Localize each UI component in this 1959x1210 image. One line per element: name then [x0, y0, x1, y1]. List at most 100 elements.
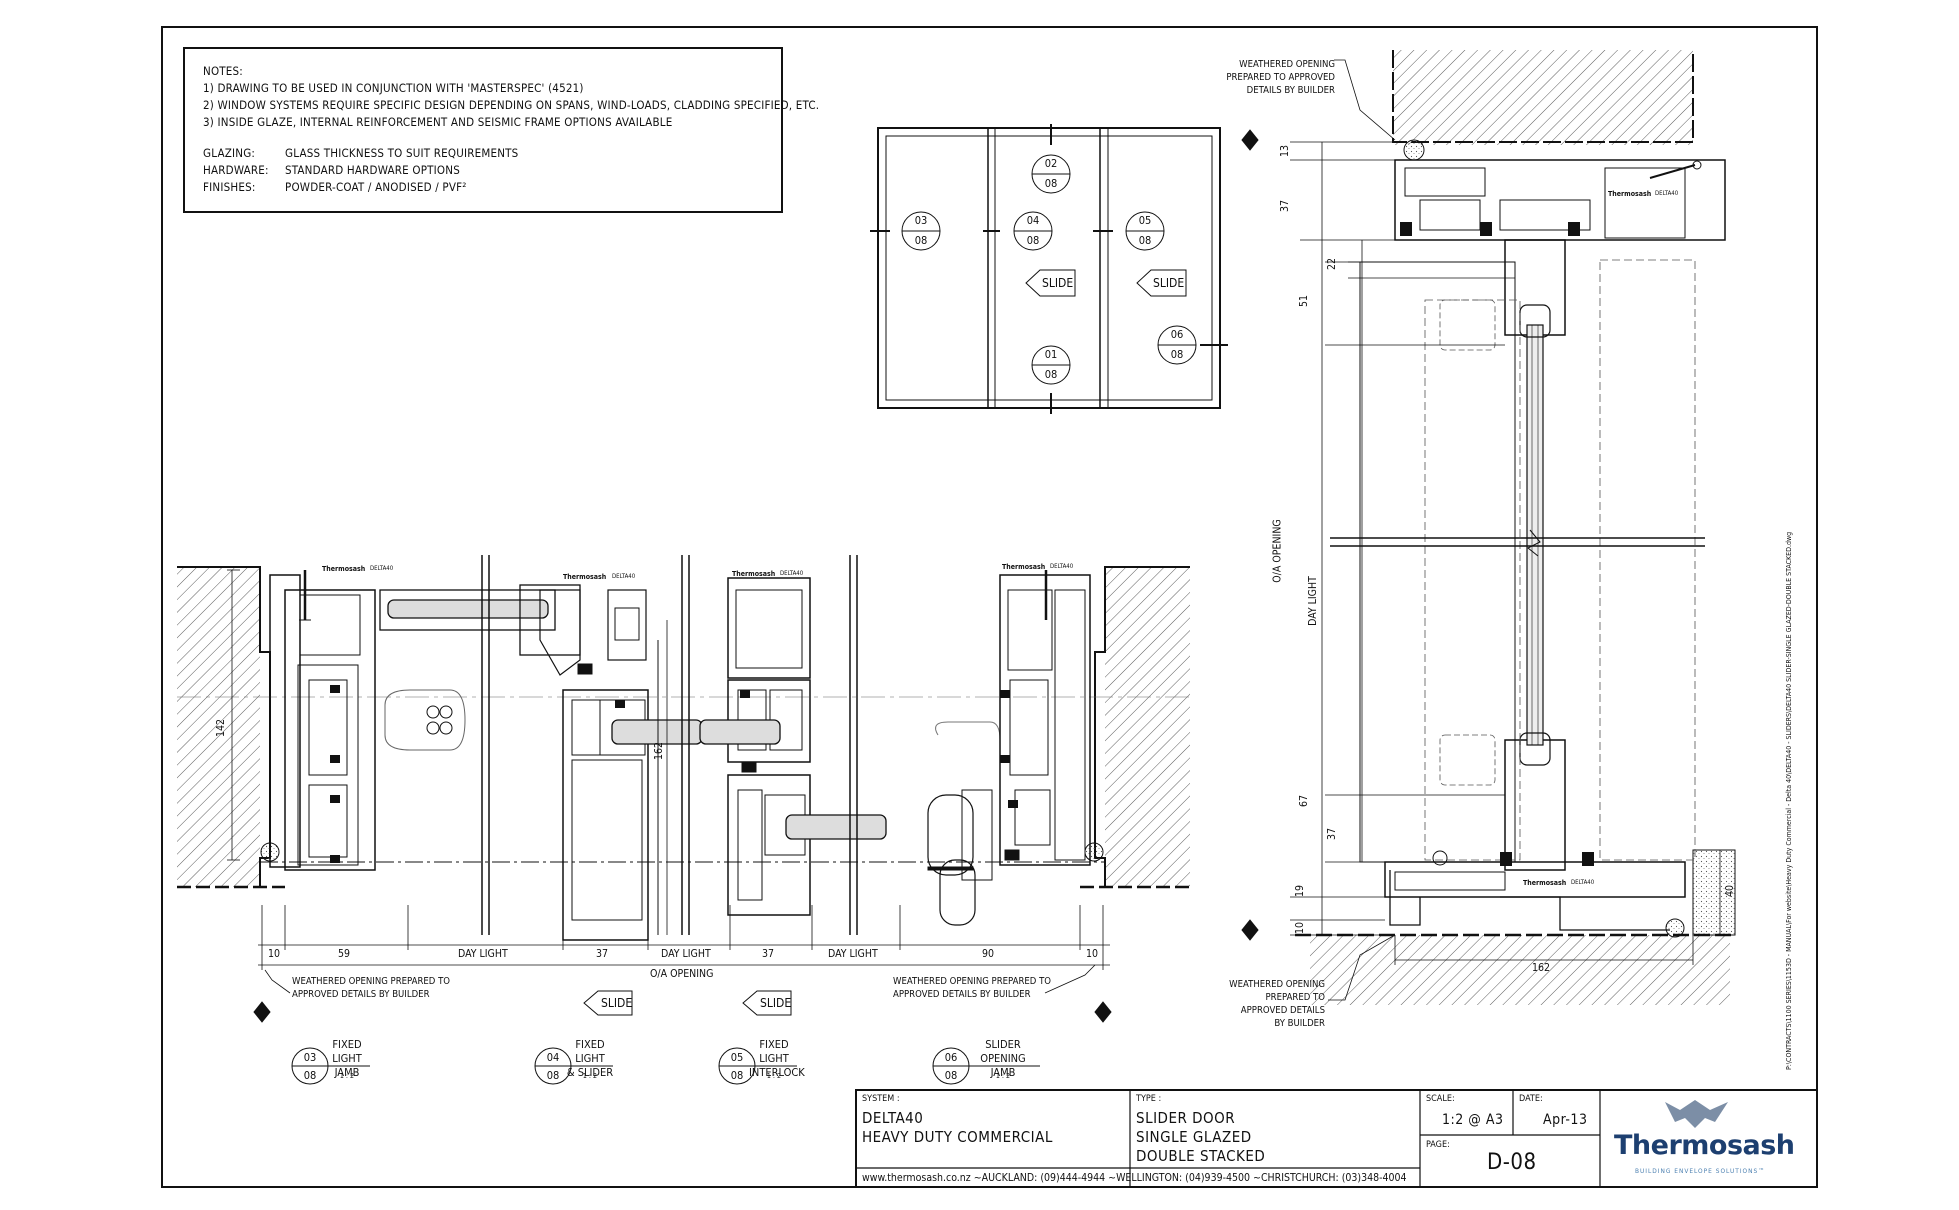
- bubble-01-top[interactable]: 01: [1044, 348, 1058, 361]
- dim-day-light: DAY LIGHT: [458, 948, 508, 960]
- dim-22: 22: [1326, 257, 1339, 271]
- section-06-number[interactable]: 06: [944, 1051, 958, 1064]
- section-05-title: FIXED LIGHT INTERLOCK: [749, 1038, 805, 1079]
- weathered-opening-bottom-note: WEATHERED OPENING PREPARED TO APPROVED D…: [1229, 979, 1325, 1029]
- bubble-06-top[interactable]: 06: [1170, 328, 1184, 341]
- brand-tagline: BUILDING ENVELOPE SOLUTIONS™: [1635, 1167, 1766, 1175]
- section-06-title: SLIDER OPENING JAMB: [980, 1038, 1026, 1079]
- dim-10: 10: [1294, 921, 1307, 935]
- spec-row-glazing: GLAZING:GLASS THICKNESS TO SUIT REQUIREM…: [203, 146, 519, 160]
- weathered-opening-note: WEATHERED OPENING PREPARED TO APPROVED D…: [292, 976, 451, 1000]
- dim-value: 10: [1086, 948, 1099, 960]
- note-line: 1) DRAWING TO BE USED IN CONJUNCTION WIT…: [203, 81, 584, 95]
- contact-line[interactable]: www.thermosash.co.nz ~AUCKLAND: (09)444-…: [862, 1172, 1407, 1184]
- dim-value: 59: [338, 948, 351, 960]
- type-line: SINGLE GLAZED: [1136, 1128, 1252, 1146]
- page-label: PAGE:: [1426, 1140, 1450, 1150]
- dim-oa-opening: O/A OPENING: [650, 968, 714, 980]
- thermosash-logo-icon: [1665, 1100, 1728, 1128]
- bubble-05-bottom: 08: [1138, 234, 1152, 247]
- type-line: SLIDER DOOR: [1136, 1109, 1236, 1127]
- dim-day-light: DAY LIGHT: [661, 948, 711, 960]
- brand-tag: Thermosash: [1523, 879, 1567, 887]
- notes-box: NOTES: 1) DRAWING TO BE USED IN CONJUNCT…: [183, 47, 820, 213]
- section-05-number[interactable]: 05: [730, 1051, 744, 1064]
- dim-day-light: DAY LIGHT: [1306, 576, 1319, 626]
- section-04-title: FIXED LIGHT & SLIDER: [566, 1038, 614, 1079]
- date-value: Apr-13: [1543, 1112, 1588, 1128]
- brand-tag: Thermosash: [563, 573, 607, 581]
- plan-sections: [177, 555, 1190, 1085]
- brand-tag: DELTA40: [612, 573, 636, 580]
- file-path: P:\CONTRACTS\1100 SERIES\1153D - MANUAL\…: [1785, 531, 1793, 1070]
- title-block-frame: [855, 1089, 1818, 1188]
- dim-51: 51: [1298, 294, 1311, 308]
- dim-37: 37: [1326, 827, 1339, 841]
- section-03-title: FIXED LIGHT JAMB: [332, 1038, 362, 1079]
- bubble-04-top[interactable]: 04: [1026, 214, 1040, 227]
- dim-40: 40: [1724, 884, 1737, 898]
- dim-37: 37: [1279, 199, 1292, 213]
- weathered-opening-note: WEATHERED OPENING PREPARED TO APPROVED D…: [893, 976, 1052, 1000]
- brand-tag: DELTA40: [1050, 563, 1074, 570]
- dim-142: 142: [215, 718, 228, 738]
- dim-value: 37: [762, 948, 775, 960]
- dim-162: 162: [653, 741, 666, 761]
- section-06-sheet: 08: [944, 1069, 958, 1082]
- dim-oa-opening: O/A OPENING: [1271, 519, 1284, 583]
- section-03-number[interactable]: 03: [303, 1051, 317, 1064]
- slide-label: SLIDE: [601, 996, 633, 1010]
- section-04-number[interactable]: 04: [546, 1051, 560, 1064]
- notes-heading: NOTES:: [203, 64, 243, 78]
- note-line: 3) INSIDE GLAZE, INTERNAL REINFORCEMENT …: [203, 115, 673, 129]
- bubble-02-bottom: 08: [1044, 177, 1058, 190]
- date-label: DATE:: [1519, 1094, 1543, 1104]
- section-04-sheet: 08: [546, 1069, 560, 1082]
- brand-tag: Thermosash: [322, 565, 366, 573]
- bubble-03-top[interactable]: 03: [914, 214, 928, 227]
- brand-name: Thermosash: [1614, 1130, 1795, 1161]
- section-03-sheet: 08: [303, 1069, 317, 1082]
- note-line: 2) WINDOW SYSTEMS REQUIRE SPECIFIC DESIG…: [203, 98, 820, 112]
- spec-row-finishes: FINISHES:POWDER-COAT / ANODISED / PVF²: [203, 180, 467, 194]
- section-05-sheet: 08: [730, 1069, 744, 1082]
- type-line: DOUBLE STACKED: [1136, 1147, 1266, 1165]
- section-04-scale: 1 : 2: [582, 1072, 598, 1080]
- brand-tag: Thermosash: [1608, 190, 1652, 198]
- scale-label: SCALE:: [1426, 1094, 1455, 1104]
- weathered-opening-top-note: WEATHERED OPENING PREPARED TO APPROVED D…: [1226, 59, 1335, 96]
- brand-tag: DELTA40: [1655, 190, 1679, 197]
- dim-value: 10: [268, 948, 281, 960]
- dim-67: 67: [1298, 794, 1311, 808]
- spec-row-hardware: HARDWARE:STANDARD HARDWARE OPTIONS: [203, 163, 460, 177]
- brand-tag: DELTA40: [780, 570, 804, 577]
- vertical-section: [1241, 50, 1736, 1005]
- system-label: SYSTEM :: [862, 1094, 900, 1104]
- section-06-scale: 1 : 2: [995, 1072, 1011, 1080]
- bubble-04-bottom: 08: [1026, 234, 1040, 247]
- brand-tag: Thermosash: [732, 570, 776, 578]
- bubble-05-top[interactable]: 05: [1138, 214, 1152, 227]
- elevation-diagram: [870, 124, 1228, 414]
- system-line: HEAVY DUTY COMMERCIAL: [862, 1128, 1053, 1146]
- dim-19: 19: [1294, 884, 1307, 898]
- page-value: D-08: [1487, 1150, 1537, 1175]
- slide-label: SLIDE: [760, 996, 792, 1010]
- bubble-01-bottom: 08: [1044, 368, 1058, 381]
- section-05-scale: 1 : 2: [766, 1072, 782, 1080]
- bubble-03-bottom: 08: [914, 234, 928, 247]
- brand-tag: DELTA40: [370, 565, 394, 572]
- dim-value: 37: [596, 948, 609, 960]
- type-label: TYPE :: [1136, 1094, 1162, 1104]
- system-line: DELTA40: [862, 1109, 924, 1127]
- dim-day-light: DAY LIGHT: [828, 948, 878, 960]
- slide-label: SLIDE: [1153, 276, 1185, 290]
- brand-tag: Thermosash: [1002, 563, 1046, 571]
- bubble-02-top[interactable]: 02: [1044, 157, 1058, 170]
- slide-label: SLIDE: [1042, 276, 1074, 290]
- scale-value: 1:2 @ A3: [1442, 1112, 1504, 1128]
- section-03-scale: 1 : 2: [339, 1072, 355, 1080]
- dim-162: 162: [1532, 962, 1551, 974]
